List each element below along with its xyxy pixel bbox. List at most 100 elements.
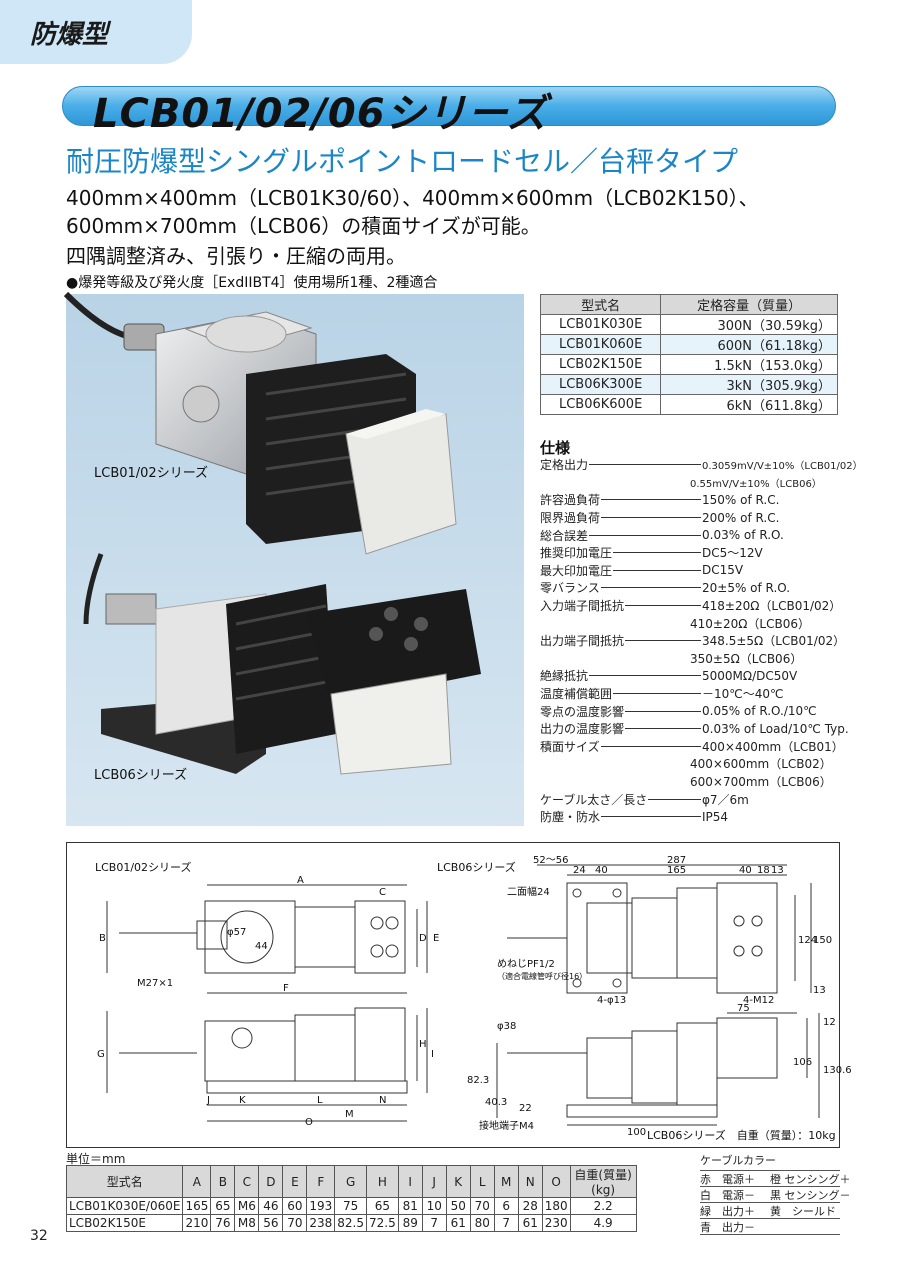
dim-cell: 61 — [445, 1214, 471, 1232]
dim-label-165: 165 — [667, 865, 686, 876]
spec-label: 限界過負荷 — [540, 511, 601, 526]
dim-label-150: 150 — [813, 935, 832, 946]
dim-header: N — [517, 1165, 543, 1198]
dim-label-82-3: 82.3 — [467, 1075, 489, 1086]
dim-label-ground-terminal: 接地端子M4 — [479, 1119, 534, 1132]
drawing-title-lcb0102: LCB01/02シリーズ — [95, 860, 192, 874]
dim-cell: 10 — [421, 1197, 447, 1215]
dim-cell: 65 — [210, 1197, 236, 1215]
model-cell: LCB06K600E — [539, 394, 662, 415]
dim-label-22: 22 — [519, 1103, 532, 1114]
cable-color-legend: ケーブルカラー 赤 電源＋橙 センシング＋白 電源－黒 センシング－緑 出力＋黄… — [700, 1150, 851, 1235]
dim-label-m27: M27×1 — [137, 978, 173, 989]
dim-label-13: 13 — [771, 865, 784, 876]
header-capacity: 定格容量（質量） — [660, 294, 838, 315]
leader-line — [601, 517, 701, 519]
dim-cell: 238 — [306, 1214, 336, 1232]
dim-header: 自重(質量)(kg) — [569, 1165, 637, 1198]
dim-cell: 65 — [365, 1197, 399, 1215]
lead-line-2: 600mm×700mm（LCB06）の積面サイズが可能。 — [66, 214, 541, 238]
model-cell: LCB01K030E — [539, 314, 662, 335]
cable-color-entry: 赤 電源＋ — [700, 1172, 755, 1186]
dim-header: 型式名 — [65, 1165, 184, 1198]
spec-label: 入力端子間抵抗 — [540, 599, 625, 614]
dim-label-thread-note: （適合電線管呼び径16） — [497, 971, 587, 981]
dim-label-phi57: φ57 — [227, 927, 246, 938]
leader-line — [625, 728, 701, 730]
spec-value-cont: 600×700mm（LCB06） — [690, 774, 832, 789]
spec-value: 5000MΩ/DC50V — [702, 668, 798, 683]
spec-value: 400×400mm（LCB01） — [702, 739, 844, 754]
spec-value-cont: 0.55mV/V±10%（LCB06） — [690, 478, 822, 490]
lead-line-1: 400mm×400mm（LCB01K30/60）、400mm×600mm（LCB… — [66, 186, 759, 210]
capacity-cell: 6kN（611.8kg） — [660, 394, 838, 415]
capacity-cell: 3kN（305.9kg） — [660, 374, 838, 395]
cable-color-entry: 青 出力－ — [700, 1220, 755, 1234]
dim-cell: 6 — [493, 1197, 519, 1215]
spec-label: 推奨印加電圧 — [540, 546, 613, 561]
photo-label-lcb0102: LCB01/02シリーズ — [94, 466, 209, 481]
cable-color-entry: 緑 出力＋ — [700, 1204, 755, 1218]
dim-label-100: 100 — [627, 1127, 646, 1138]
dim-cell: 46 — [258, 1197, 284, 1215]
category-tab: 防爆型 — [0, 0, 192, 64]
dim-header: J — [421, 1165, 447, 1198]
spec-value: 0.03% of R.O. — [702, 528, 784, 543]
dim-label-o: O — [305, 1117, 313, 1128]
leader-line — [613, 552, 701, 554]
leader-line — [600, 745, 701, 747]
dim-label-phi38: φ38 — [497, 1021, 516, 1032]
dim-cell: 210 — [182, 1214, 212, 1232]
dim-cell: 165 — [182, 1197, 212, 1215]
dim-header: I — [397, 1165, 423, 1198]
leader-line — [613, 693, 701, 695]
spec-value: 150% of R.C. — [702, 492, 780, 507]
spec-row: 許容過負荷 150% of R.C. — [540, 491, 850, 509]
dim-header: B — [210, 1165, 236, 1198]
dim-header: E — [282, 1165, 308, 1198]
dimension-drawing-svg: LCB01/02シリーズ LCB06シリーズ A C B D E φ57 44 … — [95, 855, 852, 1142]
dim-label-n: N — [379, 1095, 386, 1106]
dim-cell: 72.5 — [365, 1214, 399, 1232]
spec-label: 許容過負荷 — [540, 493, 601, 508]
spec-value: 200% of R.C. — [702, 510, 780, 525]
cable-color-row: 青 出力－ — [700, 1219, 840, 1235]
cable-color-entry: 白 電源－ — [700, 1188, 755, 1202]
dim-cell: 50 — [445, 1197, 471, 1215]
spec-label: 防塵・防水 — [540, 810, 601, 825]
spec-label: 最大印加電圧 — [540, 563, 613, 578]
capacity-cell: 1.5kN（153.0kg） — [660, 354, 838, 375]
cable-color-row: 緑 出力＋黄 シールド — [700, 1203, 840, 1219]
dim-label-c: C — [379, 887, 386, 898]
dim-cell: 80 — [469, 1214, 495, 1232]
dim-label-106: 106 — [793, 1057, 812, 1068]
model-cell: LCB06K300E — [539, 374, 662, 395]
cable-color-row: 赤 電源＋橙 センシング＋ — [700, 1171, 851, 1187]
explosion-class-note: ●爆発等級及び発火度［ExdIIBT4］使用場所1種、2種適合 — [66, 275, 438, 291]
spec-value: 0.3059mV/V±10%（LCB01/02） — [702, 461, 863, 473]
model-cell: LCB01K060E — [539, 334, 662, 355]
dim-header: L — [469, 1165, 495, 1198]
dim-label-k: K — [239, 1095, 246, 1106]
cable-color-entry: 黒 センシング－ — [770, 1188, 851, 1202]
dim-cell: LCB02K150E — [65, 1214, 184, 1232]
spec-value-cont: 350±5Ω（LCB06） — [690, 651, 803, 666]
spec-value: 348.5±5Ω（LCB01/02） — [702, 634, 846, 649]
dim-header: D — [258, 1165, 284, 1198]
dim-cell: 56 — [258, 1214, 284, 1232]
dim-label-h: H — [419, 1039, 427, 1050]
spec-value: DC5～12V — [702, 546, 763, 561]
dim-label-b: B — [99, 933, 106, 944]
dim-cell: 7 — [493, 1214, 519, 1232]
